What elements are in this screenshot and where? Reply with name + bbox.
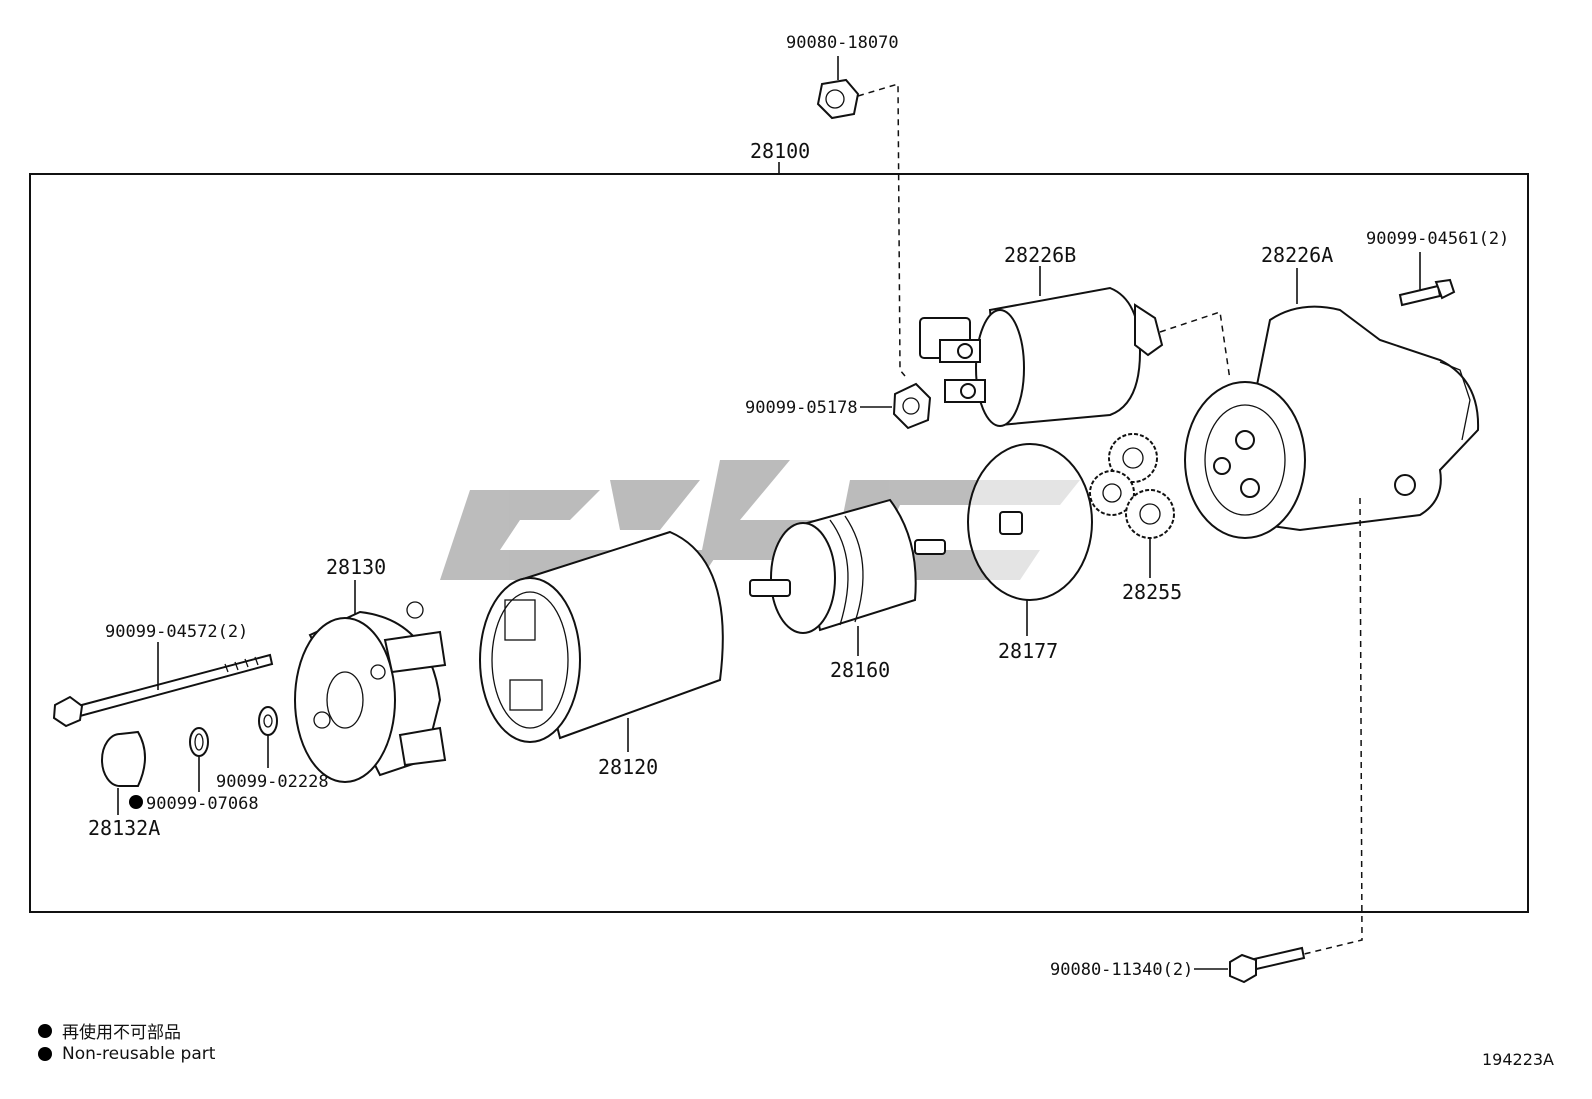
washer-90099-02228 [258, 706, 278, 768]
legend-jp-text: 再使用不可部品 [62, 1023, 181, 1043]
legend-en-text: Non-reusable part [62, 1044, 216, 1064]
label-28255: 28255 [1122, 580, 1182, 604]
solenoid-28226B [919, 266, 1164, 427]
label-90099-05178: 90099-05178 [745, 398, 858, 418]
non-reusable-marker [129, 795, 143, 809]
label-90099-04572: 90099-04572(2) [105, 622, 248, 642]
legend-english: Non-reusable part [38, 1044, 215, 1064]
label-90080-11340: 90080-11340(2) [1050, 960, 1193, 980]
label-90099-07068: 90099-07068 [146, 794, 259, 814]
snap-ring-90099-07068 [189, 727, 209, 792]
dash-bottom-bolt [1299, 497, 1363, 956]
label-28120: 28120 [598, 755, 658, 779]
bullet-icon [38, 1047, 52, 1061]
end-frame-28130 [294, 580, 447, 783]
planetary-gears-28255 [1089, 433, 1175, 578]
label-28226A: 28226A [1261, 243, 1333, 267]
bullet-icon [38, 1023, 52, 1038]
plate-28177 [967, 443, 1093, 636]
label-90080-18070: 90080-18070 [786, 33, 899, 53]
label-28226B: 28226B [1004, 243, 1076, 267]
label-28100: 28100 [750, 139, 810, 163]
housing-28226A [1184, 268, 1480, 539]
nut-90080-18070 [816, 56, 860, 120]
label-90099-02228: 90099-02228 [216, 772, 329, 792]
bolt-90080-11340 [1194, 946, 1306, 984]
label-28177: 28177 [998, 639, 1058, 663]
dash-top-nut [857, 82, 906, 377]
armature-28160 [749, 498, 946, 656]
label-28160: 28160 [830, 658, 890, 682]
label-90099-04561: 90099-04561(2) [1366, 229, 1509, 249]
legend-japanese: 再使用不可部品 [38, 1018, 181, 1043]
diagram-id: 194223A [1481, 1050, 1554, 1069]
bolt-90099-04561 [1398, 252, 1456, 307]
label-28132A: 28132A [88, 816, 160, 840]
dash-solenoid [1159, 311, 1231, 381]
label-28130: 28130 [326, 555, 386, 579]
through-bolt-90099-04572 [52, 642, 274, 728]
cap-28132A [101, 730, 146, 815]
yoke-28120 [479, 530, 724, 752]
nut-90099-05178 [860, 382, 932, 430]
